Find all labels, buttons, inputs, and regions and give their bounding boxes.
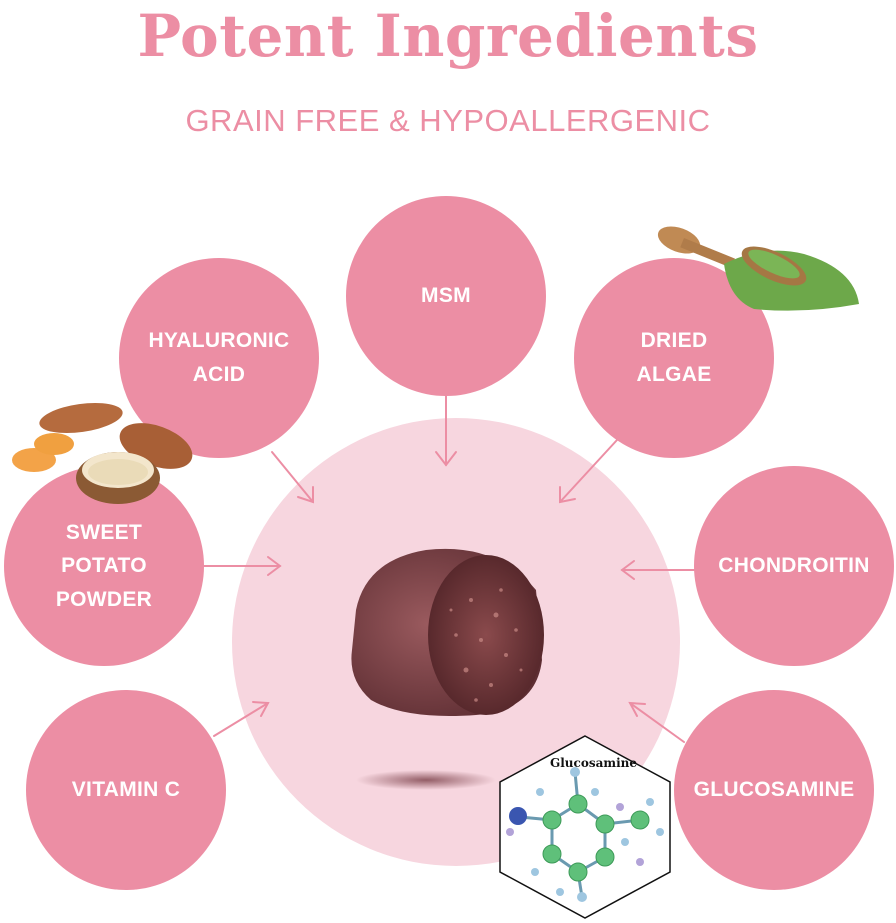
molecule-label: Glucosamine [550, 756, 637, 770]
sweet-potato-image [12, 402, 193, 504]
ingredient-label: SWEET POTATO POWDER [55, 520, 153, 611]
ingredient-label: HYALURONIC ACID [148, 329, 290, 386]
arrow-chondroitin [620, 560, 695, 580]
ingredient-label: VITAMIN C [71, 778, 181, 802]
arrow-dried-algae [559, 439, 618, 504]
arrow-sweet-potato [203, 556, 282, 576]
soft-chew-image [351, 548, 544, 790]
arrow-glucosamine [628, 701, 685, 743]
ingredient-label: DRIED ALGAE [636, 329, 712, 386]
glucosamine-molecule-image: Glucosamine [499, 735, 671, 919]
page-title: Potent Ingredients [137, 2, 759, 70]
ingredient-msm: MSM [346, 196, 546, 396]
ingredient-chondroitin: CHONDROITIN [694, 466, 894, 666]
algae-powder-image [657, 226, 859, 311]
arrow-msm [435, 395, 457, 467]
page-subtitle: GRAIN FREE & HYPOALLERGENIC [185, 103, 711, 138]
ingredient-label: GLUCOSAMINE [693, 778, 855, 802]
ingredient-dried-algae: DRIED ALGAE [574, 258, 774, 458]
arrow-vitamin-c [213, 701, 270, 737]
arrow-hyaluronic-acid [271, 451, 314, 504]
ingredient-label: CHONDROITIN [718, 554, 870, 578]
ingredient-vitamin-c: VITAMIN C [26, 690, 226, 890]
ingredient-label: MSM [421, 284, 471, 308]
ingredient-glucosamine: GLUCOSAMINE [674, 690, 874, 890]
